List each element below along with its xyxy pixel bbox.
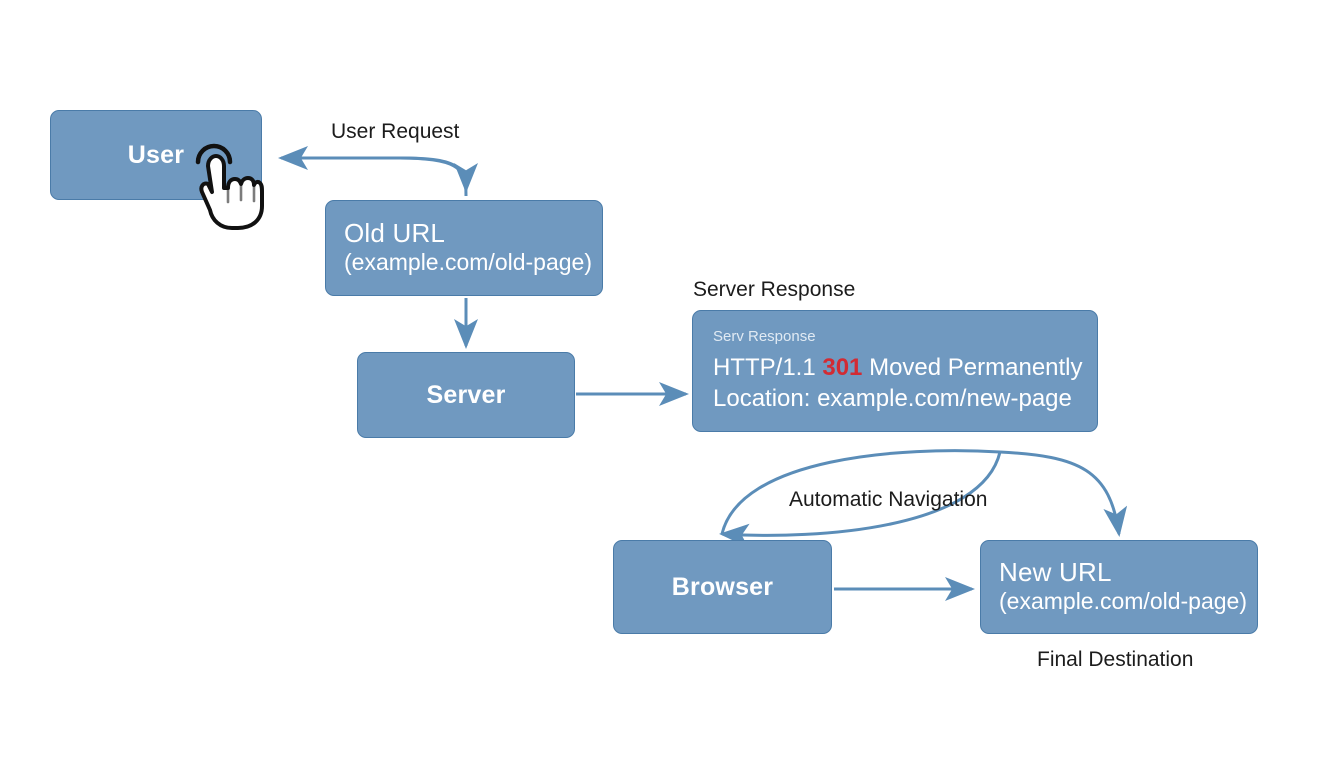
node-old-url-subtitle: (example.com/old-page)	[344, 249, 593, 276]
node-new-url-title: New URL	[999, 557, 1112, 588]
node-server-response[interactable]: Serv Response HTTP/1.1 301 Moved Permane…	[692, 310, 1098, 432]
server-response-status-line: HTTP/1.1 301 Moved Permanently	[713, 353, 1083, 383]
node-old-url[interactable]: Old URL (example.com/old-page)	[325, 200, 603, 296]
node-new-url-subtitle: (example.com/old-page)	[999, 588, 1248, 615]
edge-user-request-to-old-url	[399, 156, 478, 193]
caption-final-destination: Final Destination	[1037, 648, 1194, 671]
node-user[interactable]: User	[50, 110, 262, 200]
edge-auto-nav-arc	[720, 449, 1001, 535]
edge-auto-nav-left-head	[719, 451, 1002, 548]
server-response-mini-label: Serv Response	[713, 328, 816, 346]
status-prefix: HTTP/1.1	[713, 354, 823, 382]
node-new-url[interactable]: New URL (example.com/old-page)	[980, 540, 1258, 634]
server-response-location-line: Location: example.com/new-page	[713, 384, 1072, 412]
node-server[interactable]: Server	[357, 352, 575, 438]
node-old-url-title: Old URL	[344, 218, 446, 249]
edge-user-request-to-user	[278, 146, 468, 197]
edge-auto-nav-right-head	[999, 450, 1128, 537]
caption-automatic-navigation: Automatic Navigation	[789, 488, 988, 511]
node-server-label: Server	[426, 380, 506, 409]
node-user-label: User	[127, 140, 185, 169]
node-browser-label: Browser	[671, 572, 774, 601]
status-suffix: Moved Permanently	[862, 354, 1083, 382]
caption-user-request: User Request	[331, 120, 460, 143]
caption-server-response-heading: Server Response	[693, 278, 856, 301]
node-browser[interactable]: Browser	[613, 540, 832, 634]
status-code-301: 301	[822, 354, 863, 382]
